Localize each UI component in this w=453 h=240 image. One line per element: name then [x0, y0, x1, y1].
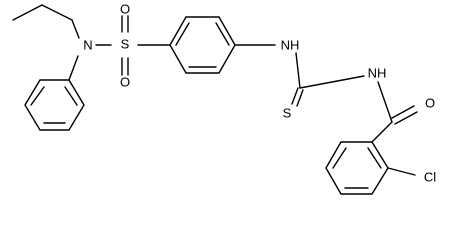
ring-chloro-double-1 [332, 147, 347, 169]
atom-s-sulfonyl: S [121, 36, 130, 51]
ring-central-double-1 [175, 22, 190, 46]
bond-n-phenyl [68, 55, 79, 81]
atom-labels: O S O N NH S NH O Cl [83, 1, 436, 184]
ring-phenyl-double-1 [30, 86, 45, 106]
molecule-structure: O S O N NH S NH O Cl [12, 1, 436, 195]
bond-lines [12, 4, 418, 195]
atom-o2: O [120, 74, 130, 89]
atom-n-amine: N [83, 37, 92, 52]
bond-c-s-b [296, 89, 304, 107]
ring-central-benzene [169, 16, 236, 74]
atom-o-carbonyl: O [425, 95, 435, 110]
atom-s-thio: S [283, 105, 292, 120]
bond-nh1-c [295, 52, 301, 89]
ring-chlorobenzene [325, 141, 389, 195]
atom-o1: O [120, 1, 130, 16]
bond-carbonyl-ring [371, 121, 393, 143]
ring-phenyl-double-3 [64, 86, 78, 106]
bond-ch2-n [71, 19, 80, 39]
bond-ethyl-ch2 [41, 4, 73, 21]
atom-nh1: NH [281, 37, 300, 52]
bond-ring-cl [387, 167, 416, 176]
atom-cl: Cl [424, 169, 436, 184]
atom-nh2: NH [368, 65, 387, 80]
bond-c-nh2 [299, 75, 365, 89]
ring-chloro-double-3 [367, 147, 382, 169]
ring-central-double-2 [215, 22, 230, 46]
bond-c-s-a [291, 87, 299, 105]
bond-ethyl-ch3 [12, 4, 43, 21]
bond-c-o-a [391, 105, 415, 119]
bond-nh2-carbonyl [377, 81, 393, 123]
ring-phenyl [24, 79, 85, 131]
bond-c-o-b [394, 111, 418, 125]
